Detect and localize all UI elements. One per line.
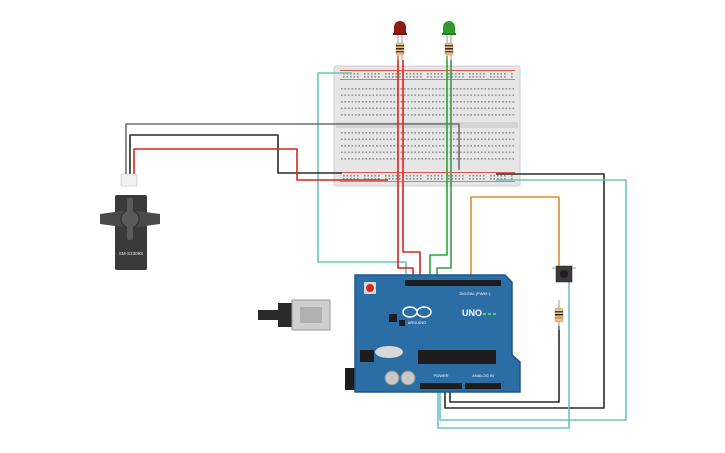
resistor[interactable]	[554, 300, 564, 330]
wire-green-led[interactable]	[429, 56, 448, 285]
analog-header-label: ANALOG IN	[472, 373, 494, 378]
wires	[125, 56, 627, 429]
servo-model-label: SM-S2309S	[119, 251, 143, 256]
wire-orange-button[interactable]	[470, 196, 560, 285]
wire-black-right[interactable]	[444, 173, 605, 409]
red-led[interactable]	[393, 21, 407, 60]
svg-text:ARDUINO: ARDUINO	[408, 320, 426, 325]
micro-servo[interactable]: SM-S2309S	[100, 173, 160, 270]
wire-black-resistor[interactable]	[449, 326, 560, 403]
arduino-uno[interactable]: DIGITAL (PWM~) ARDUINO UNO POWER ANALOG …	[258, 274, 521, 393]
breadboard-holes	[341, 73, 515, 180]
wire-teal-button[interactable]	[437, 280, 570, 429]
breadboard[interactable]	[333, 65, 521, 187]
wire-teal-left[interactable]	[317, 72, 407, 285]
pushbutton[interactable]	[552, 265, 576, 283]
wire-red-servo[interactable]	[133, 148, 388, 181]
wire-teal-right[interactable]	[439, 179, 627, 421]
wire-red-led-2[interactable]	[402, 60, 421, 285]
arduino-logo: ARDUINO	[402, 306, 432, 325]
green-led[interactable]	[442, 21, 456, 60]
digital-header-label: DIGITAL (PWM~)	[460, 291, 492, 296]
wire-black-servo[interactable]	[129, 134, 342, 175]
power-header-label: POWER	[433, 373, 448, 378]
board-brand: UNO	[462, 308, 482, 318]
wire-gray-servo[interactable]	[125, 123, 460, 175]
